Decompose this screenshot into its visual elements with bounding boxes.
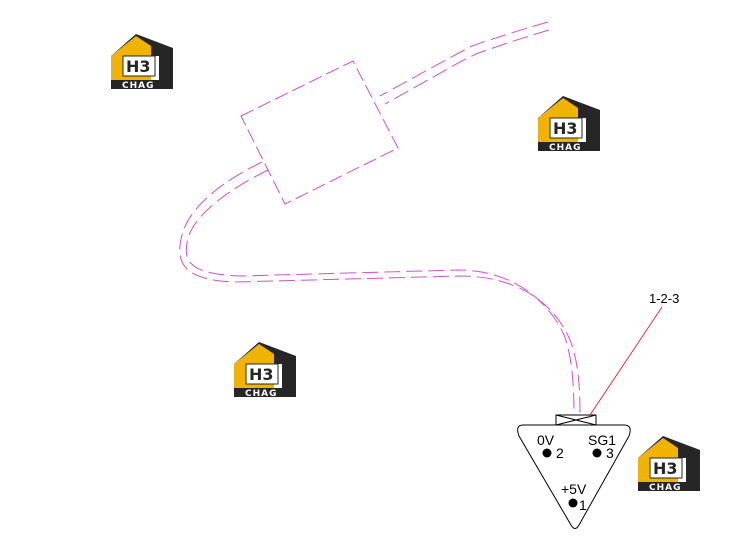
watermark-logo-4: H3 CHAG [638, 436, 700, 493]
watermark-logo-3: H3 CHAG [234, 342, 296, 399]
connector-header [555, 414, 597, 426]
pin-2-number: 2 [556, 445, 564, 461]
logo-letters: H3 [249, 365, 274, 384]
pin-2-dot [542, 448, 552, 458]
watermark-logo-1: H3 CHAG [111, 34, 173, 91]
wire-line-a [379, 21, 549, 97]
logo-badge [245, 363, 279, 385]
wire-harness [179, 21, 581, 416]
logo-badge [649, 457, 683, 479]
wire-line-b [384, 29, 550, 105]
logo-caption-bar [234, 388, 296, 397]
pin-3-dot [592, 448, 602, 458]
logo-badge [122, 55, 156, 77]
logo-caption-bar [638, 482, 700, 491]
component-box [240, 60, 399, 205]
pin-1-dot [568, 498, 578, 508]
logo-badge [549, 117, 583, 139]
callout-label: 1-2-3 [649, 291, 679, 306]
pin-3-number: 3 [606, 445, 614, 461]
watermark-logo-2: H3 CHAG [538, 96, 600, 153]
pin-1-signal: +5V [561, 481, 587, 497]
logo-letters: H3 [653, 459, 678, 478]
callout-leader [587, 306, 663, 419]
pin-2-signal: 0V [537, 432, 555, 448]
logo-caption: CHAG [549, 143, 582, 153]
logo-caption-bar [538, 142, 600, 151]
logo-caption: CHAG [245, 389, 278, 399]
wire-line-d [185, 169, 575, 416]
logo-letters: H3 [126, 57, 151, 76]
logo-letters: H3 [553, 119, 578, 138]
pin-1-number: 1 [579, 497, 587, 513]
logo-caption-bar [111, 80, 173, 89]
logo-caption: CHAG [122, 81, 155, 91]
pin-3-signal: SG1 [588, 432, 616, 448]
logo-caption: CHAG [649, 483, 682, 493]
wire-line-c [179, 161, 581, 416]
